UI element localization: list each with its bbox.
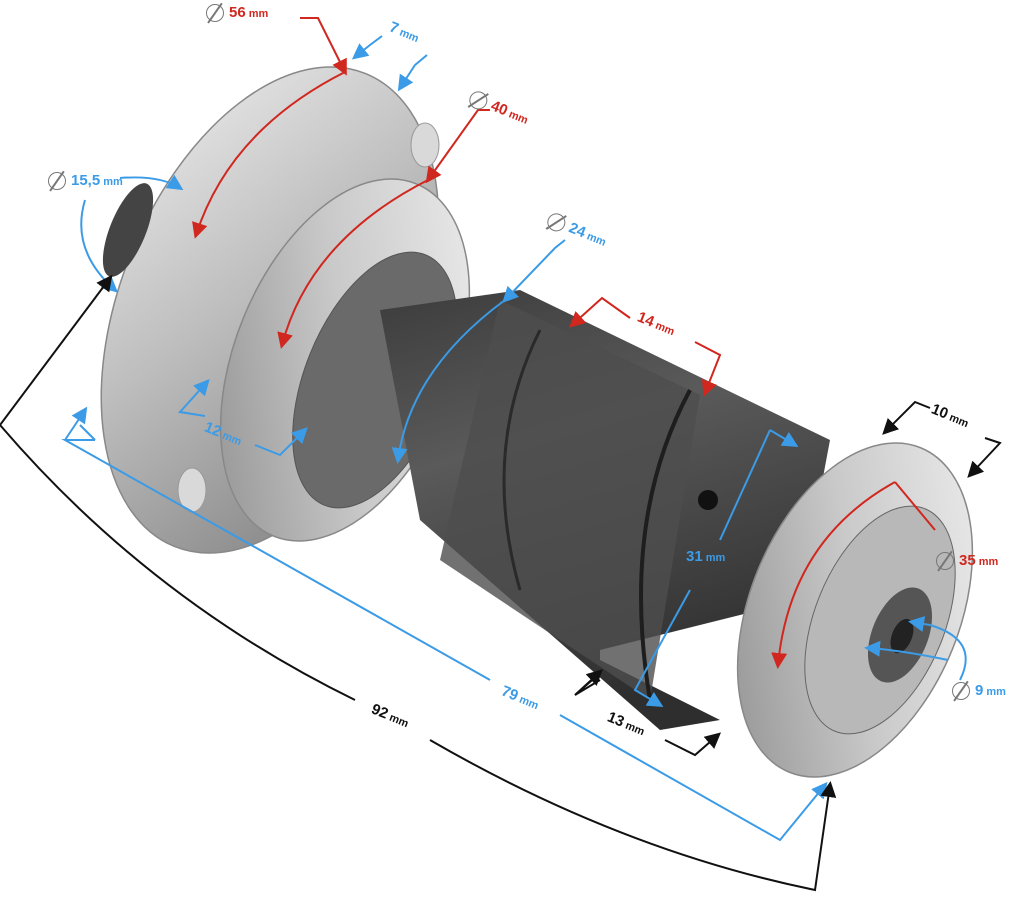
camshaft-body: [380, 290, 830, 730]
diameter-icon: [936, 552, 954, 570]
diameter-icon: [206, 4, 224, 22]
dimension-label-31: 31 mm: [686, 548, 726, 565]
diameter-icon: [48, 172, 66, 190]
dimension-lines: [0, 17, 1002, 892]
dimension-label-35: 35 mm: [936, 552, 998, 570]
dimension-label-9: 9 mm: [952, 682, 1006, 700]
right-bearing: [736, 442, 974, 778]
dimension-label-15-5: 15,5 mm: [48, 172, 123, 190]
diameter-icon: [952, 682, 970, 700]
dimension-label-56: 56 mm: [206, 4, 268, 22]
